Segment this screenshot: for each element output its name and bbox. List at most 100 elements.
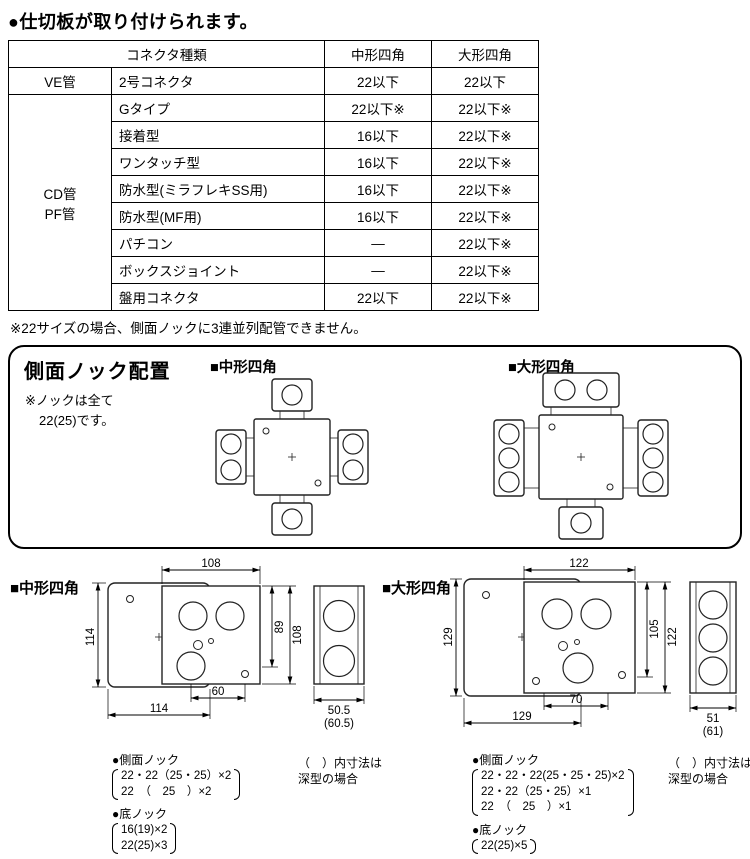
medium-knock-arrangement-diagram xyxy=(215,378,369,536)
connector-name-cell: 盤用コネクタ xyxy=(111,283,325,311)
table-row: 防水型(MF用) 16以下 22以下※ xyxy=(9,202,539,230)
side-knock-line: 22・22・22(25・25・25)×2 xyxy=(481,770,625,782)
dim-bottom-outer-label: 129 xyxy=(512,711,531,723)
bottom-knock-note: ●底ノック 22(25)×5 xyxy=(472,821,634,855)
bottom-knock-line: 22(25)×5 xyxy=(481,839,528,852)
deep-type-note-line2: 深型の場合 xyxy=(298,772,359,787)
dimension-lines: 122 129 105 122 70 xyxy=(443,558,737,738)
medium-value-cell: 16以下 xyxy=(324,148,432,176)
medium-dimension-drawing: 108 114 89 108 60 xyxy=(85,558,365,730)
side-width-label: 50.5 xyxy=(328,705,350,717)
deep-type-note-line1: （ ）内寸法は xyxy=(298,756,383,770)
connector-name-cell: ボックスジョイント xyxy=(111,256,325,284)
large-dimension-drawing: 122 129 105 122 70 xyxy=(443,558,737,738)
large-drawing-label: ■大形四角 xyxy=(382,580,452,597)
large-square-drawing-block: ■大形四角 xyxy=(380,557,750,855)
connector-name-cell: Gタイプ xyxy=(111,94,325,122)
side-knock-line: 22・22（25・25）×1 xyxy=(481,785,592,798)
table-row: パチコン — 22以下※ xyxy=(9,229,539,257)
center-box xyxy=(253,418,331,496)
side-view xyxy=(689,581,737,694)
dim-top-label: 108 xyxy=(201,558,220,570)
dim-right-outer-label: 108 xyxy=(292,625,304,644)
pipe-group-cell: VE管 xyxy=(8,67,112,95)
center-box xyxy=(538,414,624,500)
pipe-cd-label: CD管 xyxy=(43,186,77,202)
table-row: 接着型 16以下 22以下※ xyxy=(9,121,539,149)
table-row: VE管 2号コネクタ 22以下 22以下 xyxy=(8,67,539,95)
connector-name-cell: ワンタッチ型 xyxy=(111,148,325,176)
bottom-knock-line: 16(19)×2 xyxy=(121,824,168,837)
header-medium-square: 中形四角 xyxy=(324,40,432,68)
medium-value-cell: 16以下 xyxy=(324,175,432,203)
front-view xyxy=(523,581,636,694)
bottom-flap xyxy=(271,495,313,536)
medium-diagram-label: ■中形四角 xyxy=(210,360,277,376)
medium-value-cell: 16以下 xyxy=(324,202,432,230)
connector-name-cell: 2号コネクタ xyxy=(111,67,325,95)
right-brace xyxy=(627,769,634,816)
deep-type-note-line2: 深型の場合 xyxy=(668,772,729,787)
side-knock-line: 22 （ 25 ）×1 xyxy=(481,801,572,814)
pipe-group-cell: CD管 PF管 xyxy=(8,94,112,311)
medium-square-drawing-block: ■中形四角 xyxy=(8,557,382,855)
large-diagram-label: ■大形四角 xyxy=(508,360,575,376)
dimension-drawings-section: ■中形四角 xyxy=(8,557,750,855)
large-value-cell: 22以下※ xyxy=(431,229,539,257)
table-row: 盤用コネクタ 22以下 22以下※ xyxy=(9,283,539,311)
side-knock-arrangement-panel: 側面ノック配置 ※ノックは全て 22(25)です。 ■中形四角 ■大形四角 xyxy=(8,345,742,549)
side-knock-note: ●側面ノック 22・22（25・25）×2 22 （ 25 ）×2 xyxy=(112,751,241,801)
large-value-cell: 22以下※ xyxy=(431,121,539,149)
deep-type-note-line1: （ ）内寸法は xyxy=(668,756,750,770)
bottom-knock-note: ●底ノック 16(19)×2 22(25)×3 xyxy=(112,805,240,855)
top-flap xyxy=(542,372,620,415)
panel-note-line1: ※ノックは全て xyxy=(25,393,114,408)
right-brace xyxy=(170,823,177,855)
side-knock-title: ●側面ノック xyxy=(472,753,540,767)
large-value-cell: 22以下※ xyxy=(431,175,539,203)
medium-knock-notes: ●側面ノック 22・22（25・25）×2 22 （ 25 ）×2 ●底ノック xyxy=(112,751,241,859)
dimension-lines: 108 114 89 108 60 xyxy=(85,558,365,730)
panel-note-line2: 22(25)です。 xyxy=(39,412,115,428)
bottom-knock-title: ●底ノック xyxy=(112,807,168,822)
connector-name-cell: 防水型(MF用) xyxy=(111,202,325,230)
side-knock-title: ●側面ノック xyxy=(112,753,180,767)
right-flap xyxy=(623,419,669,497)
deep-type-note: （ ）内寸法は 深型の場合 xyxy=(668,755,750,787)
bottom-knock-line: 22(25)×3 xyxy=(121,839,168,852)
dim-right-inner-label: 89 xyxy=(274,621,286,634)
front-view xyxy=(161,585,261,685)
left-brace xyxy=(112,823,118,855)
bottom-flap xyxy=(558,499,604,540)
large-value-cell: 22以下※ xyxy=(431,148,539,176)
side-view xyxy=(313,585,365,685)
large-value-cell: 22以下※ xyxy=(431,202,539,230)
dim-bottom-inner-label: 70 xyxy=(570,694,583,706)
page-title: ●仕切板が取り付けられます。 xyxy=(8,12,259,32)
medium-value-cell: — xyxy=(324,256,432,284)
deep-type-note: （ ）内寸法は 深型の場合 xyxy=(298,755,382,787)
panel-title: 側面ノック配置 xyxy=(24,361,171,383)
large-value-cell: 22以下※ xyxy=(431,283,539,311)
dim-right-outer-label: 122 xyxy=(667,627,679,646)
connector-size-table: コネクタ種類 中形四角 大形四角 VE管 2号コネクタ 22以下 22以下 CD… xyxy=(8,40,539,311)
dim-top-label: 122 xyxy=(569,558,588,570)
dim-left-label: 114 xyxy=(85,627,97,646)
side-knock-line: 22・22（25・25）×2 xyxy=(121,770,232,782)
right-brace xyxy=(234,769,241,801)
side-width-label: 51 xyxy=(707,713,720,725)
large-knock-arrangement-diagram xyxy=(493,372,669,540)
large-value-cell: 22以下 xyxy=(431,67,539,95)
side-knock-note: ●側面ノック 22・22・22(25・25・25)×2 22・22（25・25）… xyxy=(472,751,634,816)
dim-bottom-inner-label: 60 xyxy=(212,686,225,698)
medium-value-cell: 16以下 xyxy=(324,121,432,149)
top-flap xyxy=(271,378,313,419)
dim-bottom-outer-label: 114 xyxy=(150,703,169,715)
table-row: 防水型(ミラフレキSS用) 16以下 22以下※ xyxy=(9,175,539,203)
connector-name-cell: 接着型 xyxy=(111,121,325,149)
header-connector-type: コネクタ種類 xyxy=(8,40,325,68)
left-flap xyxy=(493,419,539,497)
medium-value-cell: — xyxy=(324,229,432,257)
connector-name-cell: 防水型(ミラフレキSS用) xyxy=(111,175,325,203)
